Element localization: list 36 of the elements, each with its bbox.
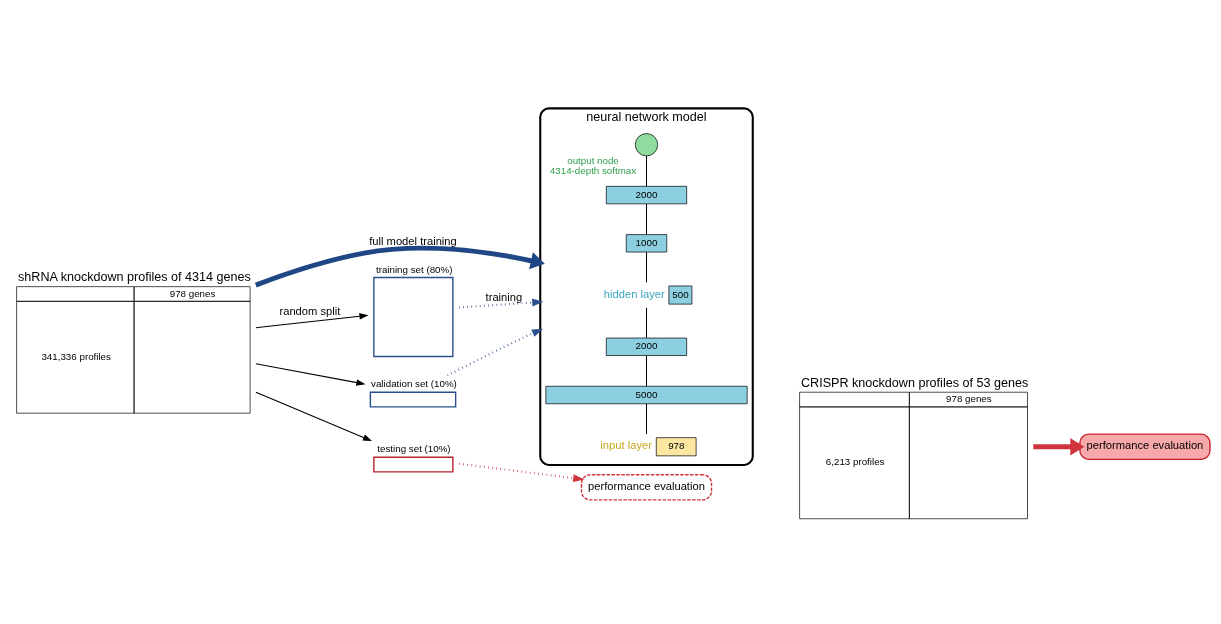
arrow (255, 313, 369, 329)
node-box: performance evaluation (580, 474, 713, 501)
node-label: input layer (600, 439, 652, 452)
arrow (458, 462, 585, 482)
node-box: 2000 (605, 337, 688, 356)
node-box: 5000 (545, 385, 748, 405)
connector (645, 155, 648, 187)
edge-label: full model training (369, 234, 457, 247)
node-label: training set (80%) (375, 263, 453, 275)
arrow (447, 328, 544, 377)
node-box: 2000 (605, 186, 688, 205)
node-box (369, 391, 457, 408)
node-label: shRNA knockdown profiles of 4314 genes (18, 270, 251, 285)
connector (645, 307, 648, 339)
node-circle (634, 133, 659, 157)
node-box (373, 456, 454, 473)
edge-label: training (485, 290, 523, 303)
node-label: 4314-depth softmax (549, 165, 637, 177)
node-box: 1000 (625, 234, 668, 253)
edge-label: random split (279, 305, 341, 318)
arrow (254, 245, 545, 288)
arrow (255, 391, 373, 442)
node-label: hidden layer (603, 287, 665, 300)
connector (645, 251, 648, 283)
arrow (255, 363, 366, 386)
connector (645, 203, 648, 235)
node-box: performance evaluation (1079, 433, 1211, 461)
connector (645, 355, 648, 387)
node-label: output node (567, 154, 619, 166)
node-label: CRISPR knockdown profiles of 53 genes (801, 375, 1029, 390)
node-label: testing set (10%) (377, 443, 451, 455)
node-label: validation set (10%) (371, 378, 457, 390)
node-box (373, 276, 454, 358)
arrow (458, 298, 544, 309)
connector (645, 403, 648, 435)
arrow (1033, 438, 1085, 456)
